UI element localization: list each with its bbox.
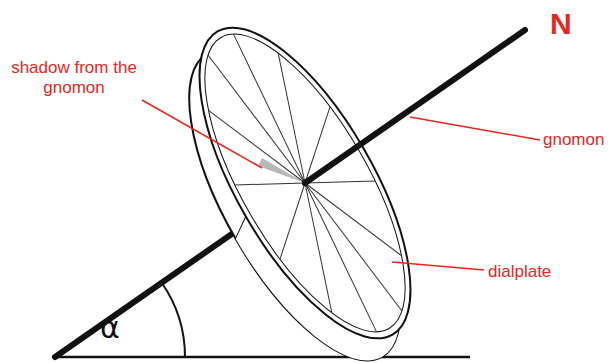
ground-line <box>52 356 470 359</box>
hour-line <box>294 183 387 332</box>
part-label: dialplate <box>488 262 551 282</box>
leader-line <box>410 117 540 140</box>
hour-line <box>253 183 331 259</box>
dialplate-body <box>141 0 458 363</box>
angle-label: α <box>100 312 120 344</box>
hour-line <box>208 45 305 193</box>
part-label: gnomon <box>543 130 604 150</box>
hour-line <box>305 159 401 279</box>
hour-line <box>223 34 316 183</box>
leader-line <box>142 100 262 168</box>
hour-line <box>235 154 305 214</box>
leader-line <box>392 262 484 270</box>
hour-line <box>305 173 402 321</box>
angle-arc <box>162 283 185 357</box>
gnomon-shadow <box>258 158 305 183</box>
gnomon-rod-upper <box>305 30 525 183</box>
gnomon-pivot <box>302 180 308 186</box>
north-label: N <box>550 8 572 40</box>
part-label: shadow from the gnomon <box>4 58 144 98</box>
